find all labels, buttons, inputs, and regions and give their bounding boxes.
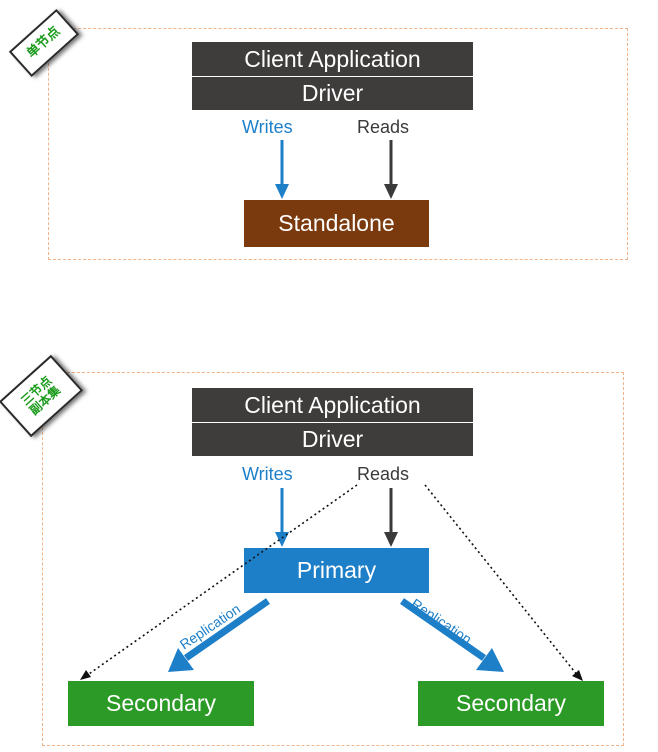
reads-arrow bbox=[384, 140, 398, 199]
client-application-box-replica: Client Application bbox=[192, 388, 473, 422]
primary-node: Primary bbox=[244, 548, 429, 593]
secondary-node-left: Secondary bbox=[68, 681, 254, 726]
client-application-box: Client Application bbox=[192, 42, 473, 76]
reads-label: Reads bbox=[357, 117, 410, 137]
dotted-read-line-left bbox=[80, 484, 358, 680]
replication-arrow-right bbox=[400, 598, 504, 672]
writes-arrow-replica bbox=[275, 488, 289, 547]
dotted-read-line-right bbox=[424, 484, 583, 681]
reads-label-replica: Reads bbox=[357, 464, 410, 484]
replication-arrow-left bbox=[168, 598, 270, 672]
writes-label: Writes bbox=[242, 117, 293, 137]
secondary-node-right: Secondary bbox=[418, 681, 604, 726]
writes-arrow bbox=[275, 140, 289, 199]
driver-box-replica: Driver bbox=[192, 423, 473, 456]
reads-arrow-replica bbox=[384, 488, 398, 547]
single-node-panel bbox=[48, 28, 628, 260]
standalone-node: Standalone bbox=[244, 200, 429, 247]
writes-label-replica: Writes bbox=[242, 464, 293, 484]
replica-set-panel bbox=[42, 372, 624, 746]
replication-label-right: Replication bbox=[408, 595, 474, 647]
driver-box: Driver bbox=[192, 77, 473, 110]
